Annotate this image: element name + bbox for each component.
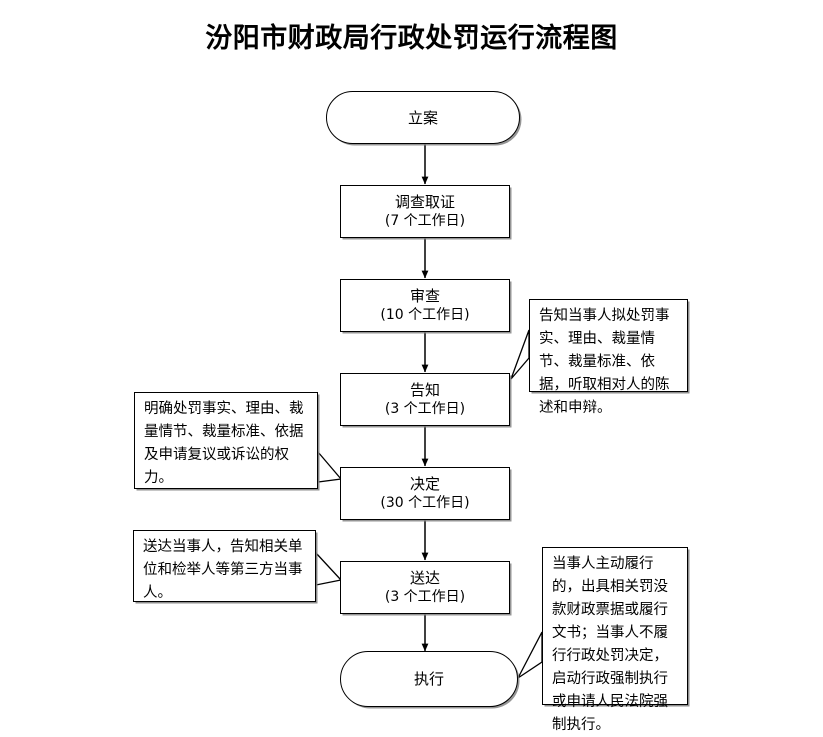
node-decision[interactable]: 决定 (30 个工作日)	[340, 467, 510, 520]
node-review-duration: (10 个工作日)	[380, 307, 470, 323]
note-decision-tail	[317, 450, 343, 483]
node-investigation-duration: (7 个工作日)	[384, 213, 466, 229]
node-delivery[interactable]: 送达 (3 个工作日)	[340, 561, 510, 614]
node-decision-label: 决定	[409, 475, 440, 493]
node-notification[interactable]: 告知 (3 个工作日)	[340, 373, 510, 426]
note-execution-text: 当事人主动履行的，出具相关罚没款财政票据或履行文书；当事人不履行行政处罚决定，启…	[552, 556, 668, 733]
note-execution-tail	[517, 631, 543, 679]
note-notification-text: 告知当事人拟处罚事实、理由、裁量情节、裁量标准、依据，听取相对人的陈述和申辩。	[539, 308, 670, 416]
page-title: 汾阳市财政局行政处罚运行流程图	[205, 23, 618, 54]
note-notification: 告知当事人拟处罚事实、理由、裁量情节、裁量标准、依据，听取相对人的陈述和申辩。	[529, 299, 688, 416]
note-delivery: 送达当事人，告知相关单位和检举人等第三方当事人。	[133, 530, 316, 602]
node-notification-label: 告知	[409, 381, 440, 399]
node-execution[interactable]: 执行	[340, 651, 518, 707]
node-review-label: 审查	[409, 287, 440, 305]
node-decision-duration: (30 个工作日)	[380, 495, 470, 511]
node-execution-label: 执行	[413, 670, 444, 688]
node-notification-duration: (3 个工作日)	[384, 401, 466, 417]
node-filing[interactable]: 立案	[326, 91, 520, 144]
flowchart-canvas: 汾阳市财政局行政处罚运行流程图 立案 调查取证 (7 个工	[133, 23, 688, 733]
node-review[interactable]: 审查 (10 个工作日)	[340, 279, 510, 332]
note-decision: 明确处罚事实、理由、裁量情节、裁量标准、依据及申请复议或诉讼的权力。	[134, 392, 318, 489]
note-decision-text: 明确处罚事实、理由、裁量情节、裁量标准、依据及申请复议或诉讼的权力。	[144, 401, 304, 486]
node-filing-label: 立案	[407, 108, 438, 127]
node-investigation[interactable]: 调查取证 (7 个工作日)	[340, 185, 510, 238]
node-investigation-label: 调查取证	[394, 193, 455, 211]
note-delivery-tail	[315, 551, 343, 586]
node-delivery-label: 送达	[409, 569, 440, 587]
node-delivery-duration: (3 个工作日)	[384, 589, 466, 605]
note-execution: 当事人主动履行的，出具相关罚没款财政票据或履行文书；当事人不履行行政处罚决定，启…	[542, 547, 688, 733]
note-notification-tail	[510, 329, 530, 380]
note-delivery-text: 送达当事人，告知相关单位和检举人等第三方当事人。	[143, 539, 303, 601]
